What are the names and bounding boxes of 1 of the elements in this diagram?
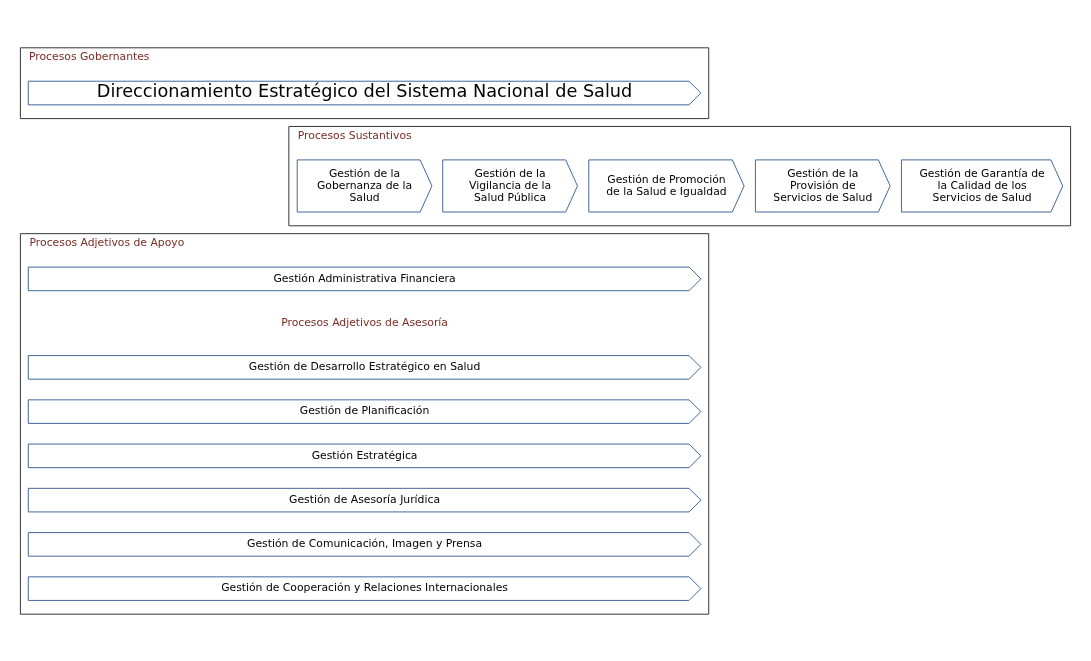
label: Procesos Adjetivos de Asesoría xyxy=(281,315,448,329)
